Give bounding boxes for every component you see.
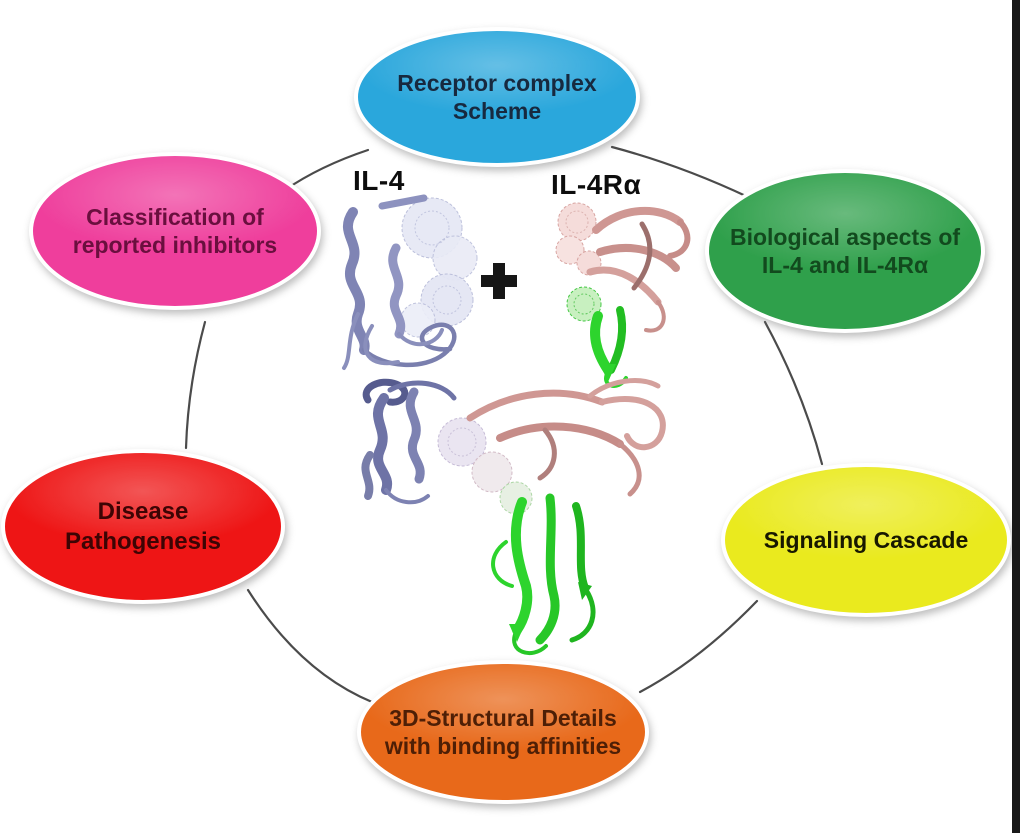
node-biological-aspects: Biological aspects of IL-4 and IL-4Rα — [705, 169, 985, 333]
il4ra-surface-mesh — [555, 202, 602, 276]
node-label-classification-of-reported-inhibitors: Classification of reported inhibitors — [72, 203, 278, 258]
node-disease-pathogenesis: Disease Pathogenesis — [1, 449, 285, 604]
complex-green-domain — [491, 493, 596, 656]
il4-label: IL-4 — [353, 165, 405, 196]
right-edge-strip — [1012, 0, 1020, 833]
node-label-disease-pathogenesis: Disease Pathogenesis — [64, 498, 222, 555]
il4ra-label: IL-4Rα — [551, 169, 642, 200]
node-label-receptor-complex-scheme: Receptor complex Scheme — [397, 69, 597, 124]
node-structural-details: 3D-Structural Details with binding affin… — [357, 660, 649, 804]
il4ra-green-domain — [566, 286, 628, 388]
connector-circle — [184, 145, 824, 704]
node-signaling-cascade: Signaling Cascade — [721, 463, 1011, 617]
il4ra-beta-sheets — [586, 206, 691, 333]
node-label-signaling-cascade: Signaling Cascade — [763, 526, 969, 553]
il4-il4ra-complex-structure — [361, 378, 666, 656]
il4-helices — [342, 194, 428, 355]
il4-structure — [342, 194, 478, 370]
plus-icon — [481, 263, 517, 299]
il4-surface-mesh — [400, 197, 478, 338]
node-label-biological-aspects: Biological aspects of IL-4 and IL-4Rα — [729, 223, 961, 278]
il4ra-structure — [555, 202, 691, 388]
complex-il4-helices — [361, 378, 457, 505]
node-label-structural-details: 3D-Structural Details with binding affin… — [384, 704, 622, 759]
node-receptor-complex-scheme: Receptor complex Scheme — [354, 27, 640, 167]
complex-il4ra-sheets — [466, 378, 666, 497]
node-classification-of-reported-inhibitors: Classification of reported inhibitors — [29, 152, 321, 310]
il4-loops — [342, 312, 457, 370]
